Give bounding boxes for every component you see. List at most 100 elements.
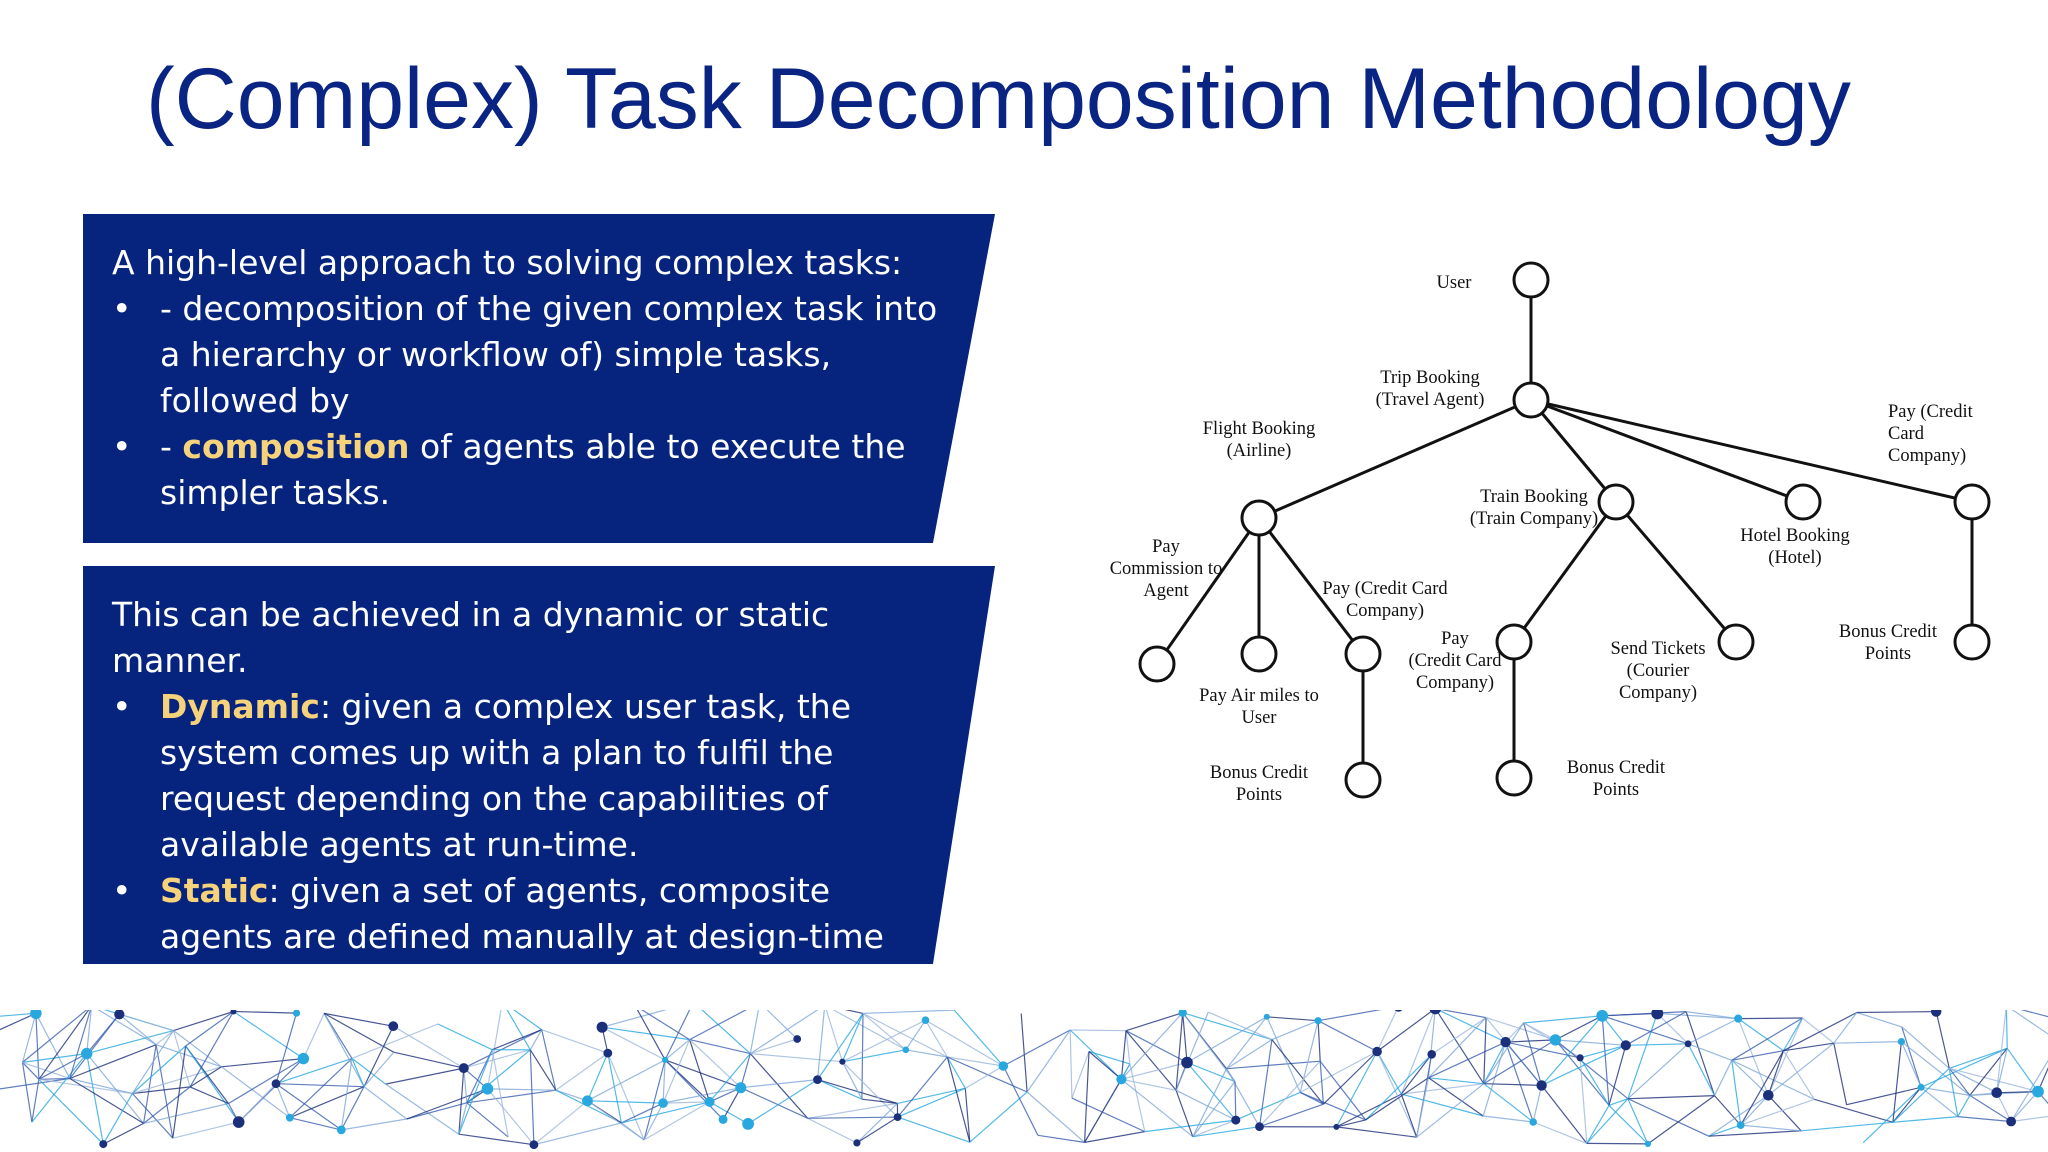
node-hotel bbox=[1784, 483, 1822, 521]
network-line bbox=[1783, 1042, 1834, 1052]
network-line bbox=[844, 1010, 864, 1014]
network-line bbox=[393, 1051, 464, 1069]
network-line bbox=[664, 1010, 691, 1061]
node-label-line: Company) bbox=[1888, 446, 1966, 466]
network-line bbox=[621, 1122, 645, 1141]
network-line bbox=[1602, 1015, 1689, 1045]
network-line bbox=[1833, 1012, 1858, 1044]
network-line bbox=[1601, 1015, 1627, 1046]
network-line bbox=[1037, 1134, 1085, 1143]
network-line bbox=[1319, 1060, 1367, 1121]
network-line bbox=[946, 1056, 971, 1143]
network-dot bbox=[742, 1118, 754, 1130]
network-dot bbox=[1684, 1040, 1692, 1048]
network-line bbox=[1708, 1130, 1802, 1137]
network-line bbox=[969, 1091, 1028, 1143]
network-line bbox=[529, 1049, 557, 1091]
network-line bbox=[1271, 1039, 1324, 1105]
node-label-hotel: Hotel Booking(Hotel) bbox=[1740, 526, 1849, 568]
node-label-line: (Hotel) bbox=[1768, 548, 1821, 568]
network-line bbox=[1400, 1010, 1436, 1095]
network-line bbox=[1234, 1081, 1237, 1121]
network-line bbox=[1120, 1030, 1127, 1080]
bullet-dot: • bbox=[112, 871, 132, 910]
network-line bbox=[102, 1093, 133, 1145]
node-paycc_flight bbox=[1344, 635, 1382, 673]
network-line bbox=[289, 1117, 342, 1131]
network-line bbox=[437, 1023, 493, 1051]
network-line bbox=[1714, 1095, 1742, 1126]
network-line bbox=[709, 1087, 742, 1103]
network-dot bbox=[1333, 1123, 1340, 1130]
network-line bbox=[1125, 1030, 1131, 1064]
network-dot bbox=[1181, 1056, 1193, 1069]
network-dot bbox=[271, 1079, 281, 1089]
node-label-line: (Courier bbox=[1627, 661, 1690, 681]
network-line bbox=[1686, 1011, 1739, 1020]
network-line bbox=[38, 1053, 87, 1080]
network-line bbox=[2010, 1091, 2039, 1122]
network-line bbox=[1026, 1091, 1085, 1143]
node-label-line: Flight Booking bbox=[1203, 419, 1316, 439]
node-label-line: (Credit Card bbox=[1409, 651, 1503, 671]
node-label-line: Points bbox=[1236, 785, 1282, 805]
network-line bbox=[173, 1030, 222, 1068]
network-line bbox=[1483, 1022, 1525, 1085]
manner-bullet-list: •Dynamic: given a complex user task, the… bbox=[112, 684, 942, 964]
network-line bbox=[1602, 1011, 1687, 1017]
network-line bbox=[807, 1102, 898, 1119]
network-line bbox=[747, 1079, 818, 1125]
network-line bbox=[38, 1010, 90, 1080]
network-line bbox=[1740, 1124, 1802, 1132]
network-line bbox=[233, 1011, 304, 1060]
network-line bbox=[1317, 1010, 1382, 1022]
network-line bbox=[964, 1088, 971, 1143]
network-dot bbox=[30, 1010, 42, 1020]
network-line bbox=[1483, 1083, 1534, 1123]
network-pattern-decoration bbox=[0, 1010, 2048, 1150]
network-dot bbox=[1596, 1010, 1609, 1022]
network-line bbox=[275, 1083, 365, 1088]
network-line bbox=[1738, 1017, 1803, 1020]
network-line bbox=[749, 1010, 759, 1054]
network-line bbox=[275, 1083, 342, 1131]
edge-trip-hotel bbox=[1530, 398, 1804, 504]
network-line bbox=[38, 1078, 104, 1145]
network-line bbox=[351, 1057, 386, 1085]
network-line bbox=[862, 1012, 907, 1051]
network-line bbox=[1920, 1086, 1959, 1118]
network-line bbox=[35, 1013, 71, 1079]
network-line bbox=[1322, 1051, 1378, 1105]
network-dot bbox=[1736, 1121, 1745, 1129]
network-line bbox=[750, 1038, 798, 1055]
node-label-line: Send Tickets bbox=[1610, 639, 1705, 659]
network-line bbox=[602, 1026, 690, 1041]
network-line bbox=[946, 1056, 966, 1089]
network-line bbox=[817, 1013, 864, 1080]
network-line bbox=[964, 1065, 1004, 1089]
network-line bbox=[155, 1044, 174, 1139]
network-line bbox=[1319, 1061, 1324, 1105]
network-line bbox=[1687, 1043, 1716, 1096]
network-line bbox=[1555, 1039, 1626, 1046]
network-line bbox=[1259, 1060, 1321, 1128]
network-line bbox=[1376, 1051, 1402, 1095]
tree-edges bbox=[1155, 280, 1974, 780]
network-line bbox=[1856, 1011, 1902, 1028]
network-dot bbox=[297, 1052, 310, 1065]
approach-intro: A high-level approach to solving complex… bbox=[112, 243, 903, 282]
network-line bbox=[221, 1058, 304, 1068]
network-line bbox=[1708, 1094, 1769, 1137]
network-line bbox=[897, 1087, 966, 1104]
network-line bbox=[2020, 1010, 2048, 1018]
network-line bbox=[825, 1010, 843, 1062]
network-line bbox=[1020, 1013, 1028, 1093]
network-dot bbox=[596, 1021, 608, 1033]
network-line bbox=[323, 1013, 365, 1087]
network-line bbox=[664, 1039, 690, 1061]
network-line bbox=[221, 1066, 291, 1119]
network-line bbox=[1833, 1043, 1848, 1105]
network-line bbox=[1731, 1017, 1803, 1061]
network-line bbox=[1416, 1083, 1485, 1138]
